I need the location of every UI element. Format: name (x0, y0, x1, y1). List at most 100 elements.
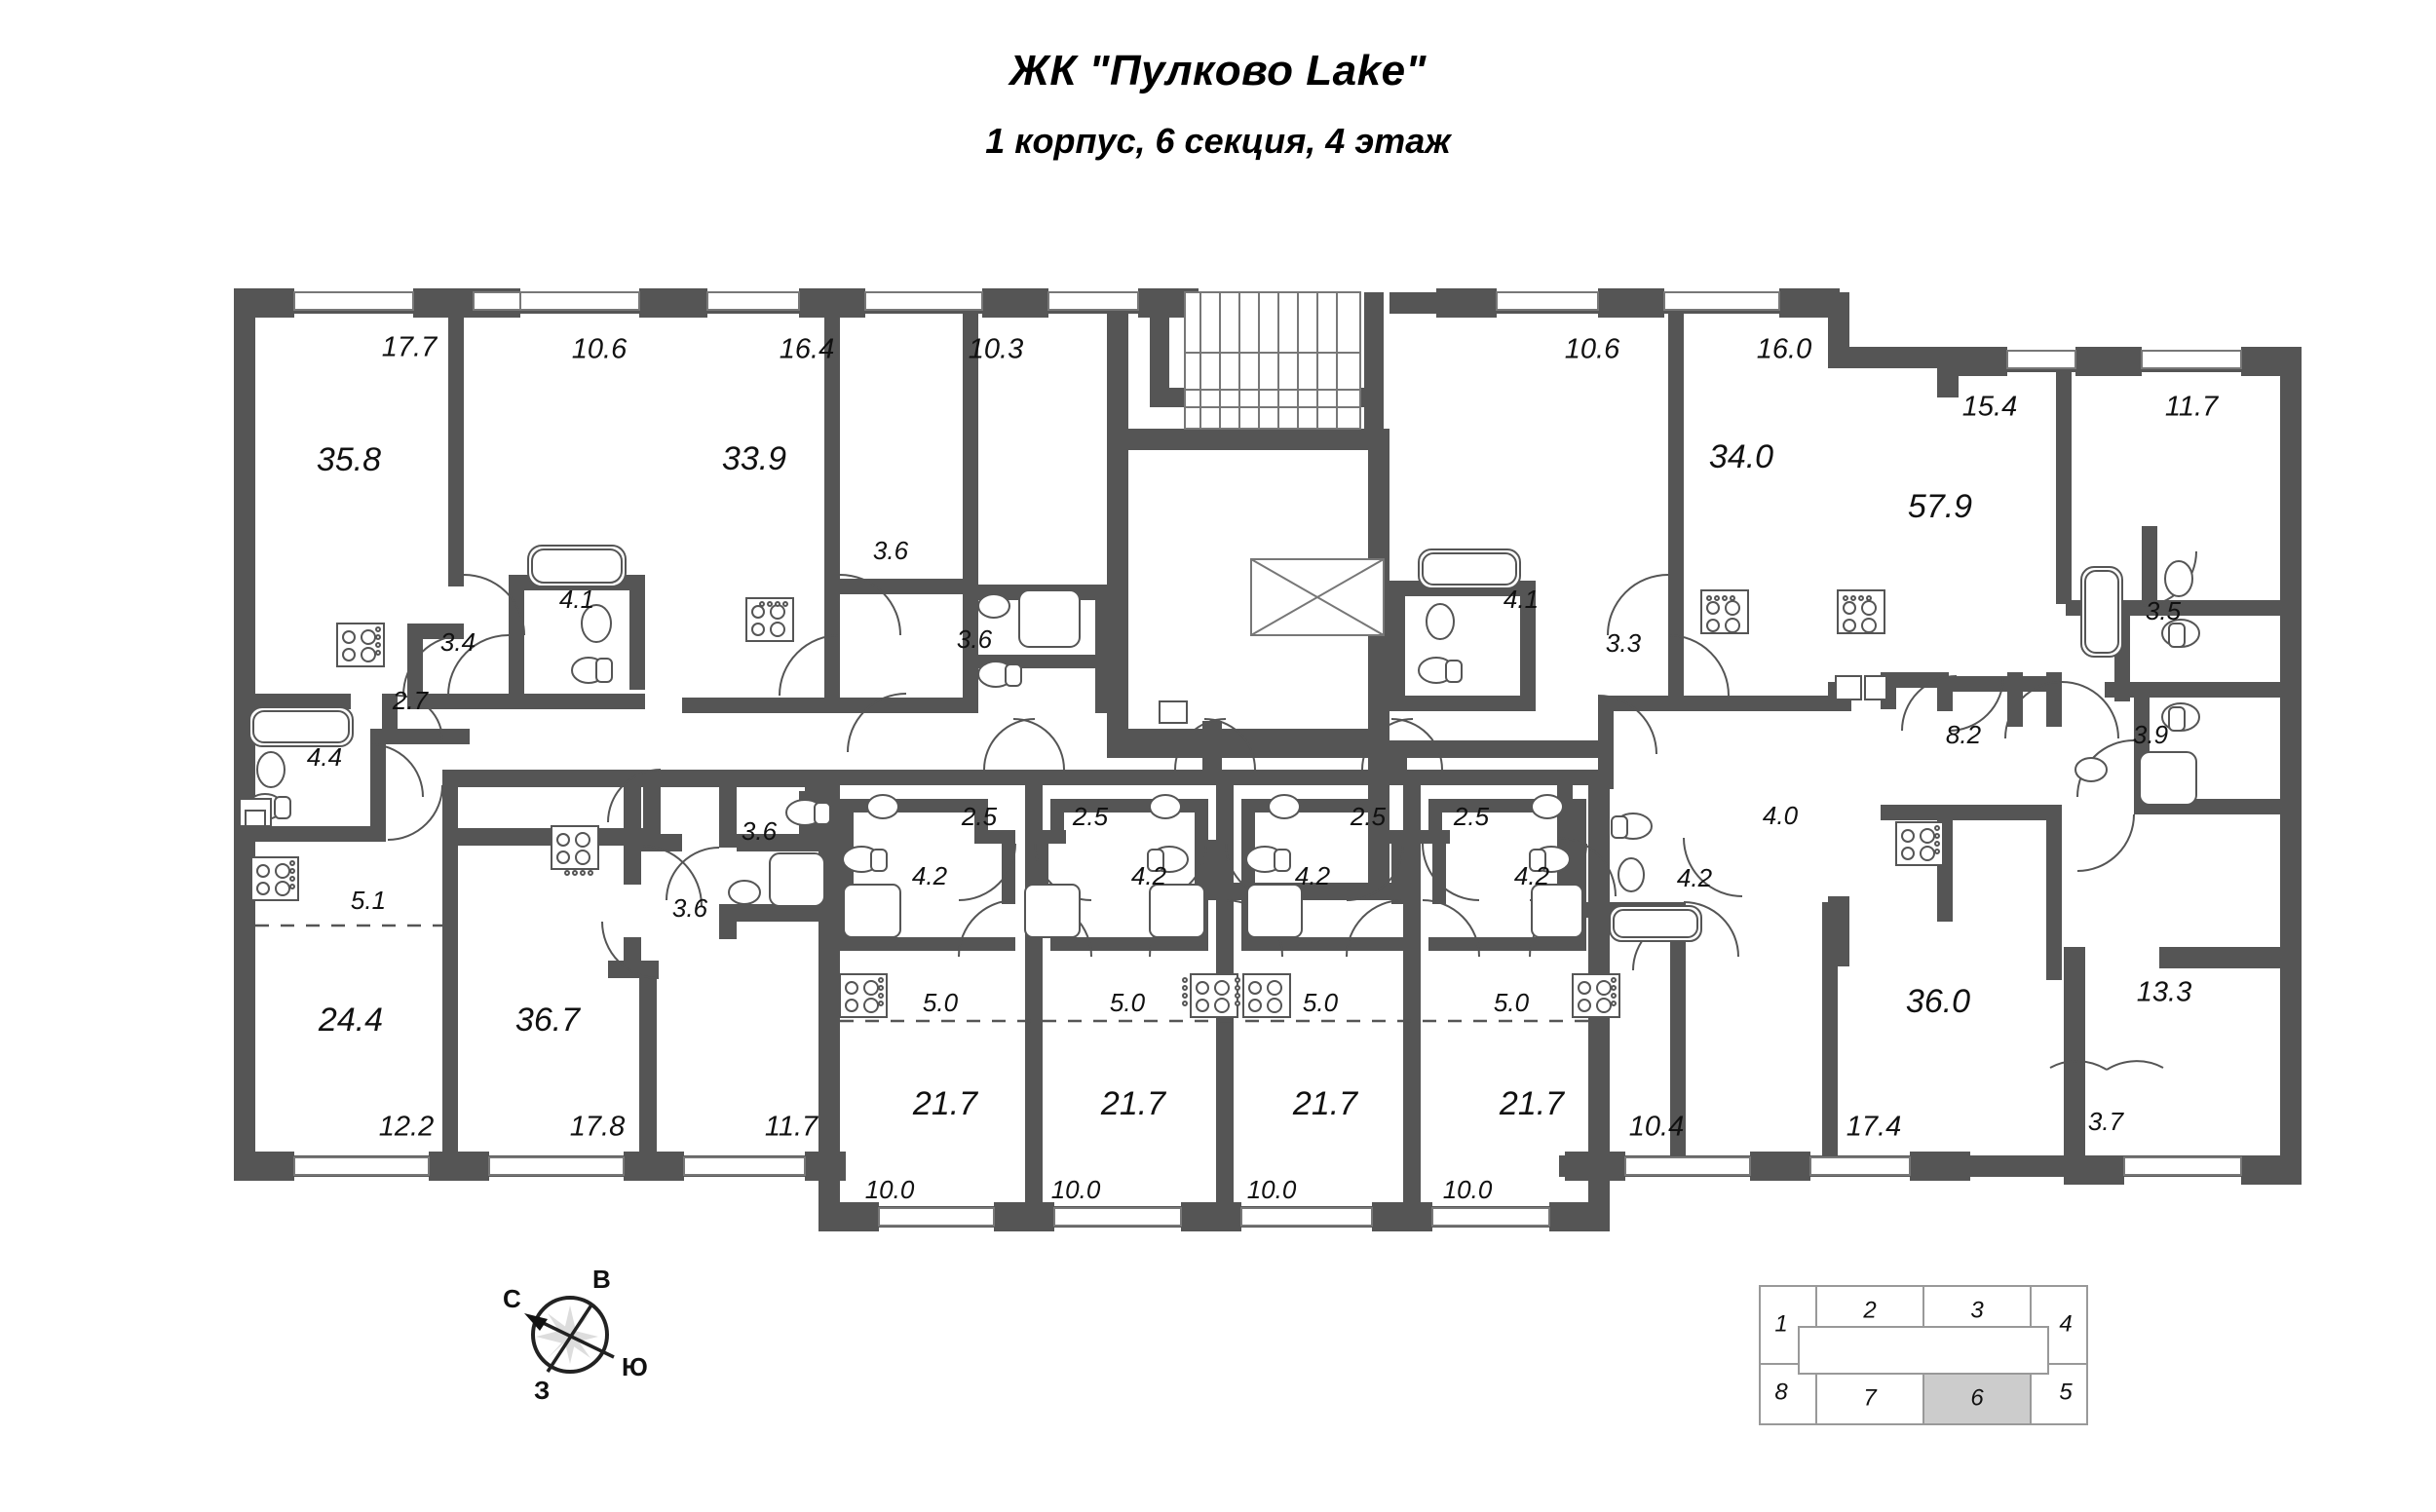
key-label-1: 1 (1774, 1310, 1787, 1337)
stove-icon (1895, 821, 1944, 866)
shower-icon (1024, 884, 1081, 938)
area-13-3: 13.3 (2137, 977, 2191, 1008)
compass-rose: С В Ю З (477, 1257, 672, 1413)
stove-icon (250, 856, 299, 901)
key-label-3: 3 (1970, 1297, 1984, 1323)
shower-icon (769, 852, 825, 907)
area-3-6d: 3.6 (672, 893, 708, 923)
shower-icon (1149, 884, 1205, 938)
stove-icon (551, 825, 599, 876)
sink-icon (256, 751, 285, 788)
area-4-1a: 4.1 (559, 585, 594, 614)
area-17-4: 17.4 (1846, 1112, 1901, 1143)
area-10-0c: 10.0 (1247, 1175, 1297, 1204)
area-4-0: 4.0 (1763, 801, 1799, 830)
area-11-7b: 11.7 (2165, 392, 2220, 423)
sink-icon (977, 593, 1010, 619)
key-label-5: 5 (2059, 1379, 2073, 1405)
area-4-2d: 4.2 (1514, 861, 1550, 890)
stove-icon (1182, 973, 1238, 1018)
sink-icon (2074, 757, 2108, 782)
area-2-5a: 2.5 (961, 802, 998, 831)
area-3-3: 3.3 (1606, 628, 1642, 658)
area-34-0: 34.0 (1709, 438, 1773, 475)
page-subtitle: 1 корпус, 6 секция, 4 этаж (985, 121, 1451, 161)
area-4-1b: 4.1 (1503, 585, 1539, 614)
stove-icon (745, 597, 794, 642)
area-33-9: 33.9 (722, 440, 786, 477)
area-5-0a: 5.0 (923, 988, 959, 1017)
stove-icons (250, 589, 1944, 1018)
plumbing-fixtures (247, 545, 2200, 942)
area-11-7a: 11.7 (765, 1112, 819, 1143)
windows-layer (293, 291, 2242, 1227)
area-3-9: 3.9 (2133, 720, 2168, 749)
area-5-1: 5.1 (351, 886, 386, 915)
sink-icon (2164, 560, 2193, 597)
area-16-0: 16.0 (1757, 334, 1811, 365)
key-label-4: 4 (2059, 1310, 2072, 1337)
area-21-7d: 21.7 (1499, 1085, 1565, 1122)
area-21-7b: 21.7 (1100, 1085, 1166, 1122)
shower-icon (1246, 884, 1303, 938)
sink-icon (1426, 603, 1455, 640)
area-3-5: 3.5 (2146, 596, 2182, 625)
elevator-shaft (1250, 558, 1385, 636)
area-21-7a: 21.7 (912, 1085, 978, 1122)
area-10-3: 10.3 (969, 334, 1023, 365)
compass-circle (531, 1296, 609, 1374)
counters-layer (239, 675, 1887, 827)
shower-icon (1531, 884, 1583, 938)
area-10-6b: 10.6 (1565, 334, 1620, 365)
sink-icon (1268, 794, 1301, 819)
sink-icon (1618, 857, 1645, 892)
shower-icon (843, 884, 901, 938)
area-57-9: 57.9 (1908, 488, 1972, 525)
area-3-6b: 3.6 (957, 624, 993, 654)
area-2-5c: 2.5 (1350, 802, 1387, 831)
stove-icon (839, 973, 888, 1018)
key-label-6: 6 (1970, 1384, 1984, 1411)
shower-icon (1018, 589, 1081, 648)
title-block: ЖК "Пулково Lake" 1 корпус, 6 секция, 4 … (0, 47, 2436, 162)
sink-icon (1531, 794, 1564, 819)
area-3-4: 3.4 (440, 627, 476, 657)
key-label-7: 7 (1863, 1384, 1878, 1411)
area-4-2e: 4.2 (1677, 863, 1713, 892)
area-4-2b: 4.2 (1131, 861, 1167, 890)
stove-icon (336, 623, 385, 667)
area-24-4: 24.4 (318, 1002, 383, 1039)
section-key-diagram: 1 2 3 4 5 6 7 8 (1752, 1276, 2103, 1432)
area-21-7c: 21.7 (1292, 1085, 1358, 1122)
page-title: ЖК "Пулково Lake" (1009, 47, 1427, 94)
area-15-4: 15.4 (1962, 392, 2017, 423)
area-35-8: 35.8 (317, 441, 381, 478)
area-3-6a: 3.6 (873, 536, 909, 565)
area-16-4: 16.4 (780, 334, 834, 365)
area-12-2: 12.2 (379, 1112, 434, 1143)
area-10-0d: 10.0 (1443, 1175, 1493, 1204)
area-5-0d: 5.0 (1494, 988, 1530, 1017)
stove-icon (1700, 589, 1749, 634)
area-4-4: 4.4 (307, 742, 342, 772)
area-17-7: 17.7 (382, 332, 438, 363)
area-2-7: 2.7 (392, 686, 430, 715)
area-3-7: 3.7 (2088, 1107, 2125, 1136)
sink-icon (728, 880, 761, 905)
area-8-2: 8.2 (1946, 720, 1982, 749)
key-label-8: 8 (1774, 1379, 1788, 1405)
area-5-0b: 5.0 (1110, 988, 1146, 1017)
area-10-0b: 10.0 (1051, 1175, 1101, 1204)
compass-label-north: С (503, 1284, 521, 1313)
area-labels-layer: 17.7 35.8 10.6 4.1 3.4 2.7 4.4 5.1 24.4 12.2 16.4 3… (307, 332, 2220, 1204)
loggia-lines (255, 924, 1588, 1023)
compass-axis-nw-se (530, 1315, 615, 1359)
area-2-5d: 2.5 (1453, 802, 1490, 831)
area-36-7: 36.7 (515, 1002, 581, 1039)
door-swings (369, 550, 2197, 1071)
area-2-5b: 2.5 (1072, 802, 1109, 831)
key-cell-spine (1798, 1326, 2049, 1375)
area-10-4: 10.4 (1629, 1112, 1684, 1143)
area-4-2a: 4.2 (912, 861, 948, 890)
